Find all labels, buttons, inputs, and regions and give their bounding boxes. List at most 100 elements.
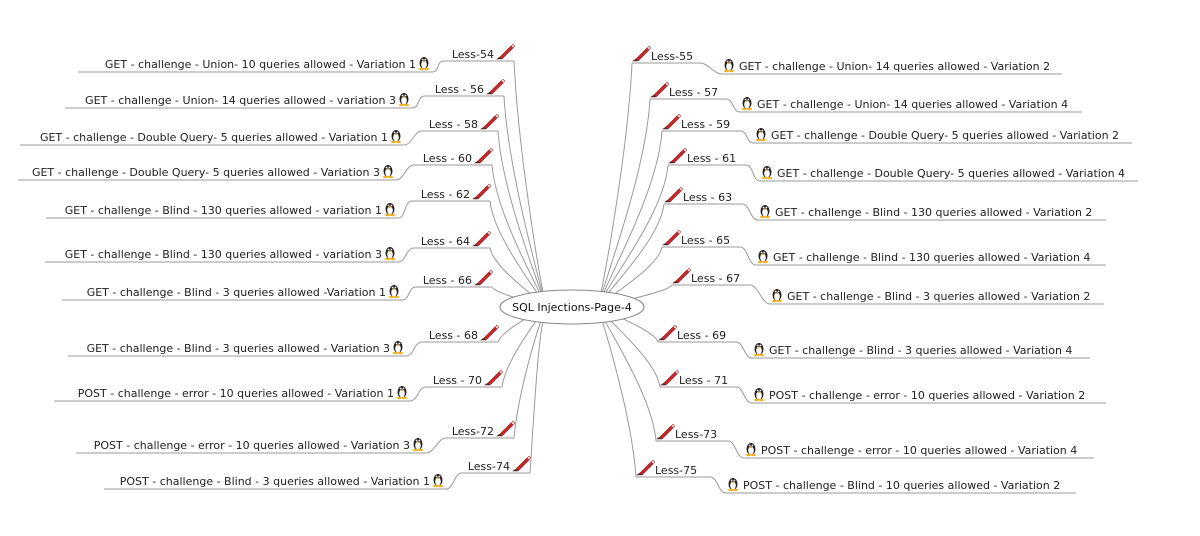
leaf-link bbox=[739, 130, 755, 144]
challenge-title[interactable]: GET - challenge - Blind - 130 queries al… bbox=[65, 248, 382, 261]
lesson-label[interactable]: Less - 58 bbox=[429, 118, 478, 131]
lesson-label[interactable]: Less - 62 bbox=[421, 188, 470, 201]
left-branch[interactable]: Less - 60 GET - challenge - Double Query-… bbox=[18, 147, 494, 181]
lesson-label[interactable]: Less - 66 bbox=[423, 274, 472, 287]
right-branch[interactable]: Less - 71 POST - challenge - error - 10 q… bbox=[660, 369, 1106, 404]
central-node[interactable]: SQL Injections-Page-4 bbox=[499, 289, 645, 325]
branch-link bbox=[491, 164, 547, 308]
leaf-link bbox=[395, 164, 415, 181]
left-branch[interactable]: Less - 62 GET - challenge - Blind - 130 q… bbox=[46, 183, 492, 219]
leaf-link bbox=[425, 437, 447, 454]
challenge-title[interactable]: GET - challenge - Double Query- 5 querie… bbox=[32, 166, 380, 179]
pencil-icon bbox=[662, 229, 682, 246]
lesson-label[interactable]: Less - 63 bbox=[683, 191, 732, 204]
left-branch[interactable]: Less - 58 GET - challenge - Double Query-… bbox=[20, 113, 500, 146]
lesson-label[interactable]: Less - 69 bbox=[677, 329, 726, 342]
lesson-label[interactable]: Less - 71 bbox=[679, 374, 728, 387]
right-branch[interactable]: Less - 59 GET - challenge - Double Query-… bbox=[662, 113, 1132, 144]
challenge-title[interactable]: POST - challenge - error - 10 queries al… bbox=[769, 389, 1085, 402]
lesson-label[interactable]: Less - 59 bbox=[681, 118, 730, 131]
leaf-link bbox=[727, 440, 745, 459]
pencil-icon bbox=[480, 324, 500, 341]
lesson-label[interactable]: Less-75 bbox=[655, 464, 697, 477]
lesson-label[interactable]: Less - 70 bbox=[433, 374, 482, 387]
linux-tux-icon bbox=[413, 438, 423, 452]
right-branch[interactable]: Less - 61 GET - challenge - Double Query-… bbox=[668, 147, 1138, 182]
left-branch[interactable]: Less - 66 GET - challenge - Blind - 3 que… bbox=[62, 269, 494, 301]
right-branch[interactable]: Less - 63 GET - challenge - Blind - 130 q… bbox=[664, 186, 1106, 221]
linux-tux-icon bbox=[385, 247, 395, 261]
linux-tux-icon bbox=[389, 285, 399, 299]
lesson-label[interactable]: Less - 68 bbox=[429, 329, 478, 342]
leaf-link bbox=[699, 62, 723, 75]
left-branch[interactable]: Less - 70 POST - challenge - error - 10 q… bbox=[54, 369, 504, 402]
linux-tux-icon bbox=[419, 57, 429, 71]
pencil-icon bbox=[496, 43, 516, 60]
challenge-title[interactable]: GET - challenge - Union- 14 queries allo… bbox=[739, 60, 1050, 73]
challenge-title[interactable]: GET - challenge - Blind - 3 queries allo… bbox=[769, 344, 1072, 357]
linux-tux-icon bbox=[758, 250, 768, 264]
lesson-label[interactable]: Less - 56 bbox=[435, 83, 484, 96]
branch-link bbox=[513, 60, 547, 308]
challenge-title[interactable]: POST - challenge - error - 10 queries al… bbox=[94, 439, 410, 452]
linux-tux-icon bbox=[754, 388, 764, 402]
pencil-icon bbox=[656, 423, 676, 440]
challenge-title[interactable]: POST - challenge - error - 10 queries al… bbox=[78, 387, 394, 400]
lesson-label[interactable]: Less-73 bbox=[675, 428, 717, 441]
challenge-title[interactable]: GET - challenge - Union- 14 queries allo… bbox=[757, 98, 1068, 111]
challenge-title[interactable]: GET - challenge - Blind - 3 queries allo… bbox=[87, 342, 390, 355]
pencil-icon bbox=[672, 267, 692, 284]
challenge-title[interactable]: GET - challenge - Blind - 3 queries allo… bbox=[787, 290, 1090, 303]
lesson-label[interactable]: Less-54 bbox=[452, 48, 494, 61]
lesson-label[interactable]: Less - 60 bbox=[423, 152, 472, 165]
challenge-title[interactable]: GET - challenge - Union- 14 queries allo… bbox=[85, 94, 396, 107]
challenge-title[interactable]: GET - challenge - Blind - 130 queries al… bbox=[65, 204, 382, 217]
left-branch[interactable]: Less - 64 GET - challenge - Blind - 130 q… bbox=[45, 230, 492, 263]
challenge-title[interactable]: GET - challenge - Double Query- 5 querie… bbox=[771, 129, 1119, 142]
branch-link bbox=[597, 98, 651, 308]
left-branch[interactable]: Less - 56 GET - challenge - Union- 14 que… bbox=[65, 78, 506, 109]
right-branch[interactable]: Less - 57 GET - challenge - Union- 14 que… bbox=[650, 81, 1082, 113]
lesson-label[interactable]: Less-74 bbox=[468, 460, 510, 473]
linux-tux-icon bbox=[742, 97, 752, 111]
left-branch[interactable]: Less - 68 GET - challenge - Blind - 3 que… bbox=[68, 324, 500, 357]
lesson-label[interactable]: Less - 67 bbox=[691, 272, 740, 285]
right-branch[interactable]: Less - 67 GET - challenge - Blind - 3 que… bbox=[672, 267, 1104, 305]
challenge-title[interactable]: GET - challenge - Blind - 130 queries al… bbox=[773, 251, 1090, 264]
branch-link bbox=[513, 306, 547, 439]
challenge-title[interactable]: GET - challenge - Blind - 3 queries allo… bbox=[87, 286, 386, 299]
challenge-title[interactable]: POST - challenge - error - 10 queries al… bbox=[761, 444, 1077, 457]
challenge-title[interactable]: GET - challenge - Union- 10 queries allo… bbox=[105, 58, 416, 71]
pencil-icon bbox=[664, 186, 684, 203]
pencil-icon bbox=[480, 113, 500, 130]
branch-link bbox=[597, 130, 663, 308]
lesson-label[interactable]: Less - 64 bbox=[421, 235, 470, 248]
branch-link bbox=[597, 62, 633, 308]
right-branch[interactable]: Less - 69 GET - challenge - Blind - 3 que… bbox=[658, 324, 1090, 359]
central-node-label: SQL Injections-Page-4 bbox=[512, 301, 632, 314]
lesson-label[interactable]: Less-55 bbox=[651, 50, 693, 63]
lesson-label[interactable]: Less - 61 bbox=[687, 152, 736, 165]
challenge-title[interactable]: GET - challenge - Double Query- 5 querie… bbox=[40, 131, 388, 144]
pencil-icon bbox=[660, 369, 680, 386]
lesson-label[interactable]: Less - 65 bbox=[681, 234, 730, 247]
lesson-label[interactable]: Less - 57 bbox=[669, 86, 718, 99]
linux-tux-icon bbox=[754, 343, 764, 357]
leaf-link bbox=[735, 341, 753, 359]
central-node-ellipse[interactable] bbox=[499, 289, 645, 325]
challenge-title[interactable]: POST - challenge - Blind - 3 queries all… bbox=[120, 475, 430, 488]
challenge-title[interactable]: GET - challenge - Blind - 130 queries al… bbox=[775, 206, 1092, 219]
lesson-label[interactable]: Less-72 bbox=[452, 425, 494, 438]
branch-link bbox=[529, 306, 547, 474]
challenge-title[interactable]: POST - challenge - Blind - 10 queries al… bbox=[743, 479, 1060, 492]
challenge-title[interactable]: GET - challenge - Double Query- 5 querie… bbox=[777, 167, 1125, 180]
right-branch[interactable]: Less - 65 GET - challenge - Blind - 130 q… bbox=[662, 229, 1106, 266]
leaf-link bbox=[709, 476, 727, 494]
